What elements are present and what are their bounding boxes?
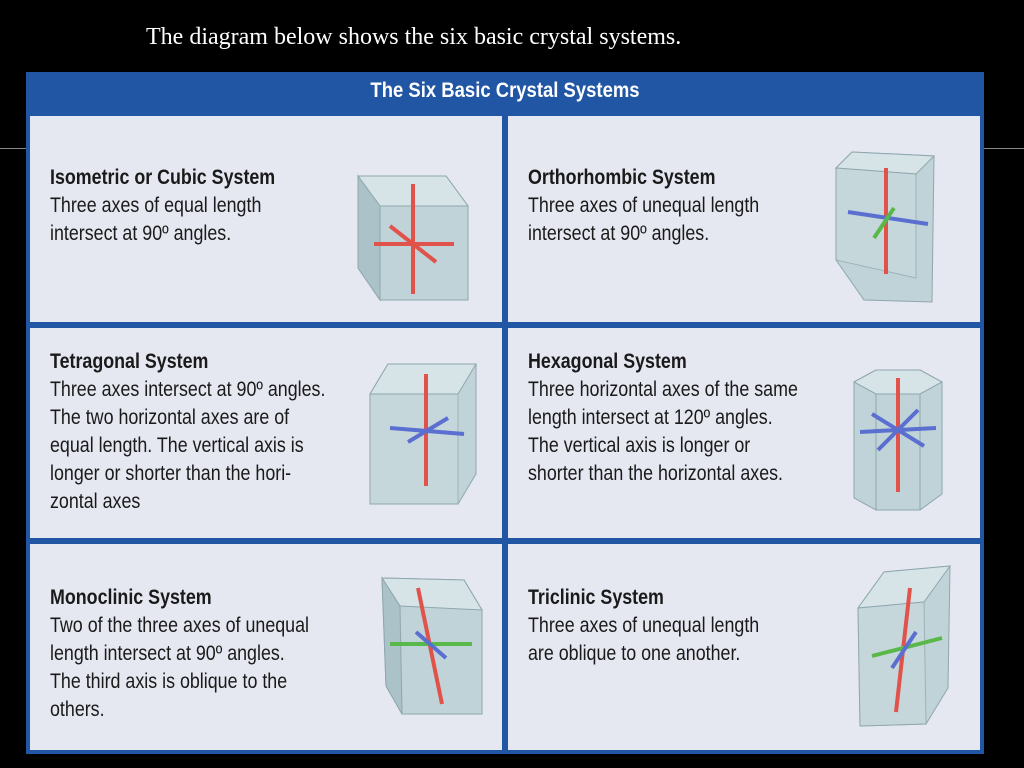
system-title: Triclinic System (528, 586, 664, 609)
cell-orthorhombic: Orthorhombic System Three axes of unequa… (508, 116, 980, 322)
orthorhombic-crystal-illustration (834, 148, 938, 304)
system-title: Monoclinic System (50, 586, 212, 609)
system-desc-line: The two horizontal axes are of (50, 406, 290, 429)
system-title: Tetragonal System (50, 350, 209, 373)
system-desc-line: Three horizontal axes of the same (528, 378, 798, 401)
system-title: Orthorhombic System (528, 166, 716, 189)
divider-line-right (984, 148, 1024, 149)
system-title: Isometric or Cubic System (50, 166, 276, 189)
hexagonal-crystal-illustration (848, 368, 944, 514)
slide-caption: The diagram below shows the six basic cr… (146, 24, 682, 50)
system-desc-line: Two of the three axes of unequal (50, 614, 310, 637)
tetragonal-crystal-illustration (368, 360, 478, 506)
system-desc-line: longer or shorter than the hori- (50, 462, 292, 485)
cell-hexagonal: Hexagonal System Three horizontal axes o… (508, 328, 980, 538)
cell-monoclinic: Monoclinic System Two of the three axes … (30, 544, 502, 750)
system-desc-line: zontal axes (50, 490, 141, 513)
system-desc-line: shorter than the horizontal axes. (528, 462, 784, 485)
monoclinic-crystal-illustration (380, 574, 484, 718)
system-desc-line: others. (50, 698, 105, 721)
system-desc-line: length intersect at 120º angles. (528, 406, 773, 429)
system-desc-line: The third axis is oblique to the (50, 670, 288, 693)
system-desc-line: length intersect at 90º angles. (50, 642, 285, 665)
panel-title: The Six Basic Crystal Systems (370, 79, 640, 102)
cell-triclinic: Triclinic System Three axes of unequal l… (508, 544, 980, 750)
triclinic-crystal-illustration (856, 564, 952, 728)
system-desc-line: Three axes of equal length (50, 194, 262, 217)
system-desc-line: are oblique to one another. (528, 642, 741, 665)
divider-line-left (0, 148, 26, 149)
system-desc-line: The vertical axis is longer or (528, 434, 751, 457)
system-desc-line: intersect at 90º angles. (528, 222, 710, 245)
system-desc-line: Three axes of unequal length (528, 194, 760, 217)
crystal-systems-panel: The Six Basic Crystal Systems Isometric … (26, 72, 984, 754)
system-desc-line: Three axes intersect at 90º angles. (50, 378, 326, 401)
system-desc-line: Three axes of unequal length (528, 614, 760, 637)
cell-tetragonal: Tetragonal System Three axes intersect a… (30, 328, 502, 538)
cell-isometric: Isometric or Cubic System Three axes of … (30, 116, 502, 322)
system-title: Hexagonal System (528, 350, 687, 373)
cubic-crystal-illustration (350, 166, 470, 302)
system-desc-line: equal length. The vertical axis is (50, 434, 304, 457)
system-desc-line: intersect at 90º angles. (50, 222, 232, 245)
